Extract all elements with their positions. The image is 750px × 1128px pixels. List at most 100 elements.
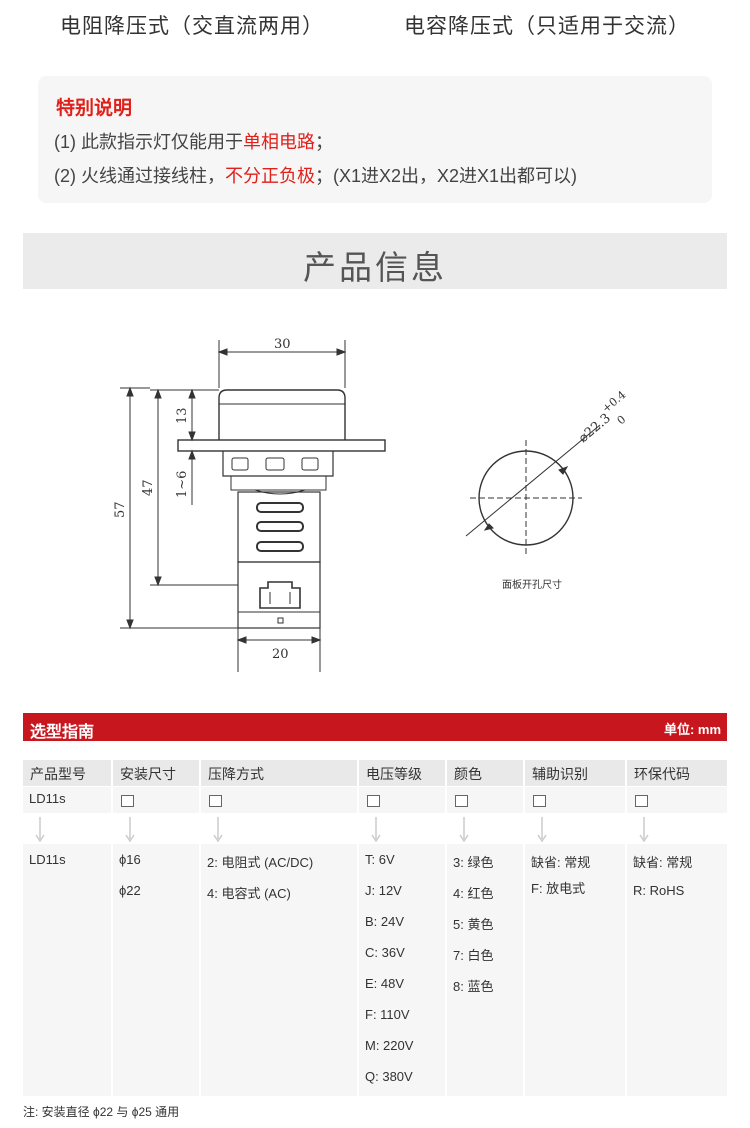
options-aux-id: 缺省: 常规 F: 放电式 [525, 844, 625, 1096]
arrow-row [113, 814, 199, 844]
checkbox-cell [447, 787, 523, 813]
arrow-13-bottom [188, 431, 196, 442]
nut-slot-3 [301, 457, 319, 471]
down-arrow-icon [371, 817, 381, 843]
code-cell-model: LD11s [23, 787, 111, 813]
arrow-47-bottom [154, 576, 162, 587]
checkbox-cell [113, 787, 199, 813]
label-57: 57 [113, 501, 128, 518]
header-drop-method: 压降方式 [201, 760, 357, 786]
down-arrow-icon [459, 817, 469, 843]
arrow-20-right [311, 636, 322, 644]
header-aux-id: 辅助识别 [525, 760, 625, 786]
option-item: 3: 绿色 [453, 855, 494, 870]
arrow-row [447, 814, 523, 844]
checkbox-cell [359, 787, 445, 813]
arrow-row [525, 814, 625, 844]
vent-slot-3 [256, 541, 304, 552]
arrow-dia-right [558, 466, 569, 475]
option-item: 2: 电阻式 (AC/DC) [207, 855, 314, 870]
option-item: 4: 红色 [453, 886, 494, 901]
eco-code-checkbox[interactable] [635, 795, 648, 807]
header-color: 颜色 [447, 760, 523, 786]
notice-line-1-end: ； [315, 132, 333, 152]
arrow-16-top [188, 449, 196, 460]
option-item: R: RoHS [633, 883, 685, 898]
notice-title: 特别说明 [56, 98, 133, 119]
option-item: E: 48V [365, 976, 405, 991]
option-item: LD11s [29, 852, 66, 867]
notice-line-1: (1) 此款指示灯仅能用于单相电路； [54, 128, 333, 154]
arrow-row [23, 814, 111, 844]
option-item: M: 220V [365, 1038, 414, 1053]
drop-method-checkbox[interactable] [209, 795, 222, 807]
label-1-6: 1~6 [175, 471, 190, 498]
label-20: 20 [272, 647, 289, 662]
arrow-47-top [154, 388, 162, 399]
option-item: F: 放电式 [531, 881, 586, 896]
column-mount-size: 安装尺寸 ϕ16 ϕ22 [113, 760, 199, 1096]
down-arrow-icon [537, 817, 547, 843]
terminal-housing [237, 561, 321, 629]
technical-drawing: 30 20 13 1~6 47 57 ⌀22.3 +0.4 0 面板开孔尺寸 [0, 300, 750, 700]
label-tol-zero: 0 [615, 413, 629, 427]
arrow-row [359, 814, 445, 844]
lamp-nut [222, 451, 334, 477]
color-checkbox[interactable] [455, 795, 468, 807]
arrow-20-left [236, 636, 247, 644]
dimension-drawing-svg: 30 20 13 1~6 47 57 ⌀22.3 +0.4 0 面板开孔尺寸 [113, 337, 629, 672]
checkbox-cell [627, 787, 727, 813]
options-model: LD11s [23, 844, 111, 1096]
notice-line-1-text: (1) 此款指示灯仅能用于 [54, 132, 243, 152]
arrow-57-top [126, 386, 134, 397]
arrow-row [627, 814, 727, 844]
options-color: 3: 绿色 4: 红色 5: 黄色 7: 白色 8: 蓝色 [447, 844, 523, 1096]
cutout-diameter-line [465, 424, 601, 537]
option-item: 缺省: 常规 [633, 855, 693, 870]
model-code: LD11s [29, 791, 66, 806]
column-model: 产品型号 LD11s LD11s [23, 760, 111, 1096]
option-item: B: 24V [365, 914, 405, 929]
voltage-checkbox[interactable] [367, 795, 380, 807]
arrow-30-right [336, 348, 347, 356]
mount-size-checkbox[interactable] [121, 795, 134, 807]
hole-caption: 面板开孔尺寸 [502, 578, 562, 591]
option-item: ϕ16 [119, 852, 141, 867]
arrow-dia-left [483, 523, 494, 531]
product-info-banner: 产品信息 [23, 233, 727, 289]
capacitor-type-label: 电容降压式（只适用于交流） [404, 15, 690, 38]
selection-table: 产品型号 LD11s LD11s 安装尺寸 ϕ16 ϕ22 压降方式 2: 电阻… [23, 760, 727, 1096]
lamp-cap [218, 389, 346, 440]
option-item: ϕ22 [119, 883, 141, 898]
label-30: 30 [274, 337, 291, 352]
option-item: 缺省: 常规 [531, 855, 591, 870]
selection-guide-header: 选型指南 单位: mm [23, 713, 727, 741]
option-item: 5: 黄色 [453, 917, 494, 932]
notice-line-1-highlight: 单相电路 [243, 132, 315, 152]
column-aux-id: 辅助识别 缺省: 常规 F: 放电式 [525, 760, 625, 1096]
down-arrow-icon [639, 817, 649, 843]
option-item: 8: 蓝色 [453, 979, 494, 994]
arrow-30-left [217, 348, 228, 356]
column-drop-method: 压降方式 2: 电阻式 (AC/DC) 4: 电容式 (AC) [201, 760, 357, 1096]
terminal-mark [277, 617, 284, 624]
panel-plate [177, 439, 386, 452]
header-mount-size: 安装尺寸 [113, 760, 199, 786]
option-item: Q: 380V [365, 1069, 413, 1084]
resistor-type-label: 电阻降压式（交直流两用） [60, 15, 324, 38]
option-item: F: 110V [365, 1007, 410, 1022]
option-item: J: 12V [365, 883, 402, 898]
aux-id-checkbox[interactable] [533, 795, 546, 807]
terminal-connector [259, 581, 301, 609]
footnote: 注: 安装直径 ϕ22 与 ϕ25 通用 [23, 1105, 180, 1119]
option-item: T: 6V [365, 852, 395, 867]
options-drop-method: 2: 电阻式 (AC/DC) 4: 电容式 (AC) [201, 844, 357, 1096]
label-tol-plus: +0.4 [600, 388, 629, 415]
vent-slot-1 [256, 502, 304, 513]
nut-base [230, 476, 327, 491]
options-mount-size: ϕ16 ϕ22 [113, 844, 199, 1096]
arrow-13-top [188, 388, 196, 399]
arrow-57-bottom [126, 619, 134, 630]
column-eco-code: 环保代码 缺省: 常规 R: RoHS [627, 760, 727, 1096]
down-arrow-icon [35, 817, 45, 843]
